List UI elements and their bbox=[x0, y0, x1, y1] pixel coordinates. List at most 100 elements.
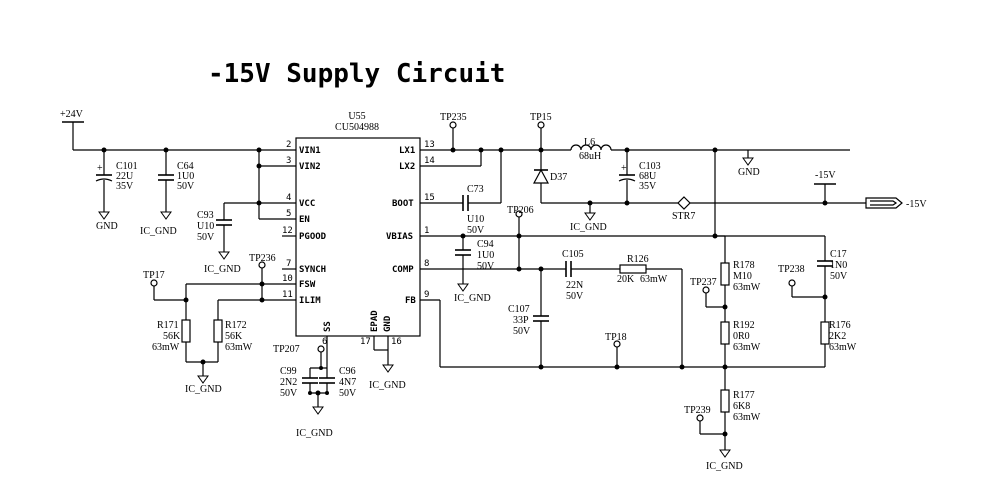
pin-num: 16 bbox=[391, 337, 402, 347]
diode-symbol bbox=[532, 168, 550, 184]
pin-num: 17 bbox=[360, 337, 371, 347]
diagram-title: -15V Supply Circuit bbox=[208, 59, 505, 89]
ground-symbol bbox=[584, 212, 596, 221]
resistor-body bbox=[720, 389, 730, 413]
res-power: 63mW bbox=[152, 342, 180, 353]
ic-gnd-label: IC_GND bbox=[706, 461, 743, 472]
cap-ref: C99 bbox=[280, 366, 297, 377]
ic-part: CU504988 bbox=[335, 122, 379, 133]
capacitor-c64: C64 1U0 50V IC_GND bbox=[140, 150, 195, 237]
cap-rating: 35V bbox=[639, 181, 657, 192]
res-ref: R177 bbox=[733, 390, 755, 401]
cap-ref: C103 bbox=[639, 161, 661, 172]
comp-network: C105 22N 50V R126 20K 63mW C107 33P 50V bbox=[440, 249, 683, 367]
pin-num: 11 bbox=[282, 290, 293, 300]
pin-name: VIN1 bbox=[299, 146, 321, 156]
res-value: 6K8 bbox=[733, 401, 750, 412]
output-port-label: -15V bbox=[906, 199, 927, 210]
pin-name: VBIAS bbox=[386, 232, 413, 242]
cap-value: 33P bbox=[513, 315, 529, 326]
resistor-r172-branch: R172 56K 63mW IC_GND bbox=[185, 300, 253, 395]
pin-name: VIN2 bbox=[299, 162, 321, 172]
ic-gnd-label: IC_GND bbox=[296, 428, 333, 439]
res-ref: R176 bbox=[829, 320, 851, 331]
switch-node: TP235 TP15 bbox=[440, 112, 571, 167]
ic-body bbox=[295, 137, 421, 337]
strap-ref: STR7 bbox=[672, 211, 695, 222]
capacitor-c73: C73 U10 50V bbox=[440, 150, 502, 236]
tp-label: TP237 bbox=[690, 277, 717, 288]
ground-symbol bbox=[457, 283, 469, 292]
diode-ref: D37 bbox=[550, 172, 567, 183]
tp-label: TP239 bbox=[684, 405, 711, 416]
res-ref: R178 bbox=[733, 260, 755, 271]
pin-num: 5 bbox=[286, 209, 291, 219]
pin-name: PGOOD bbox=[299, 232, 327, 242]
cap-ref: C64 bbox=[177, 161, 194, 172]
capacitor-c103: + C103 68U 35V bbox=[618, 150, 661, 203]
cap-value: 22N bbox=[566, 280, 583, 291]
pin-num: 10 bbox=[282, 274, 293, 284]
pin-num: 12 bbox=[282, 226, 293, 236]
pin-num: 2 bbox=[286, 140, 291, 150]
gnd-label: GND bbox=[96, 221, 118, 232]
ground-symbol bbox=[160, 211, 172, 220]
res-value: 56K bbox=[163, 331, 181, 342]
capacitor-c101: + C101 22U 35V GND bbox=[95, 150, 138, 232]
cap-ref: C17 bbox=[830, 249, 847, 260]
cap-ref: C73 bbox=[467, 184, 484, 195]
resistor-body bbox=[213, 319, 223, 343]
pin-num: 1 bbox=[424, 226, 429, 236]
res-ref: R192 bbox=[733, 320, 755, 331]
testpoint-tp238 bbox=[788, 279, 796, 287]
soft-start-network: TP207 C99 2N2 50V C96 4N7 50V IC_GND bbox=[273, 344, 357, 439]
ground-symbol bbox=[218, 251, 230, 260]
cap-value: 1U0 bbox=[177, 171, 194, 182]
synch-network: TP236 bbox=[249, 253, 276, 303]
pin-num: 3 bbox=[286, 156, 291, 166]
polarity-mark: + bbox=[97, 163, 103, 174]
ic-gnd-label: IC_GND bbox=[570, 222, 607, 233]
net-label-output: -15V bbox=[815, 170, 836, 181]
res-power: 63mW bbox=[225, 342, 253, 353]
cap-value: 4N7 bbox=[339, 377, 356, 388]
cap-ref: C101 bbox=[116, 161, 138, 172]
cap-value: 68U bbox=[639, 171, 657, 182]
pin-name: SYNCH bbox=[299, 265, 326, 275]
pin-name: GND bbox=[383, 315, 393, 332]
pin-name: EPAD bbox=[370, 310, 380, 332]
inductor-l6: L6 68uH bbox=[570, 137, 850, 162]
net-label-input: +24V bbox=[60, 109, 84, 120]
res-ref: R171 bbox=[157, 320, 179, 331]
res-power: 63mW bbox=[733, 412, 761, 423]
cap-value: 1U0 bbox=[477, 250, 494, 261]
ic-gnd-label: IC_GND bbox=[185, 384, 222, 395]
cap-value: 22U bbox=[116, 171, 134, 182]
tp-label: TP17 bbox=[143, 270, 165, 281]
vbias-net: C94 1U0 50V IC_GND TP206 bbox=[440, 205, 825, 304]
res-power: 63mW bbox=[733, 282, 761, 293]
ground-symbol bbox=[742, 157, 754, 166]
tp-label: TP235 bbox=[440, 112, 467, 123]
ic-gnd-label: IC_GND bbox=[454, 293, 491, 304]
pin-num: 4 bbox=[286, 193, 291, 203]
cap-value: U10 bbox=[467, 214, 484, 225]
pin-num: 8 bbox=[424, 259, 429, 269]
capacitor-c93: C93 U10 50V IC_GND bbox=[197, 202, 259, 275]
fb-net: TP18 bbox=[439, 300, 825, 370]
cap-value: 2N2 bbox=[280, 377, 297, 388]
res-power: 63mW bbox=[829, 342, 857, 353]
cap-rating: 50V bbox=[339, 388, 357, 399]
polarity-mark: + bbox=[621, 163, 627, 174]
res-ref: R172 bbox=[225, 320, 247, 331]
pin-name: LX1 bbox=[399, 146, 415, 156]
cap-ref: C93 bbox=[197, 210, 214, 221]
res-power: 63mW bbox=[733, 342, 761, 353]
res-value: 56K bbox=[225, 331, 243, 342]
compensation-c17-r176: C17 1N0 50V TP238 R176 2K2 63mW bbox=[778, 236, 857, 367]
tp-label: TP15 bbox=[530, 112, 552, 123]
ic-gnd-label: IC_GND bbox=[140, 226, 177, 237]
ic-u55: U55 CU504988 2 VIN1 3 VIN2 4 VCC 5 EN 12… bbox=[186, 111, 440, 350]
pin-num: 14 bbox=[424, 156, 435, 166]
